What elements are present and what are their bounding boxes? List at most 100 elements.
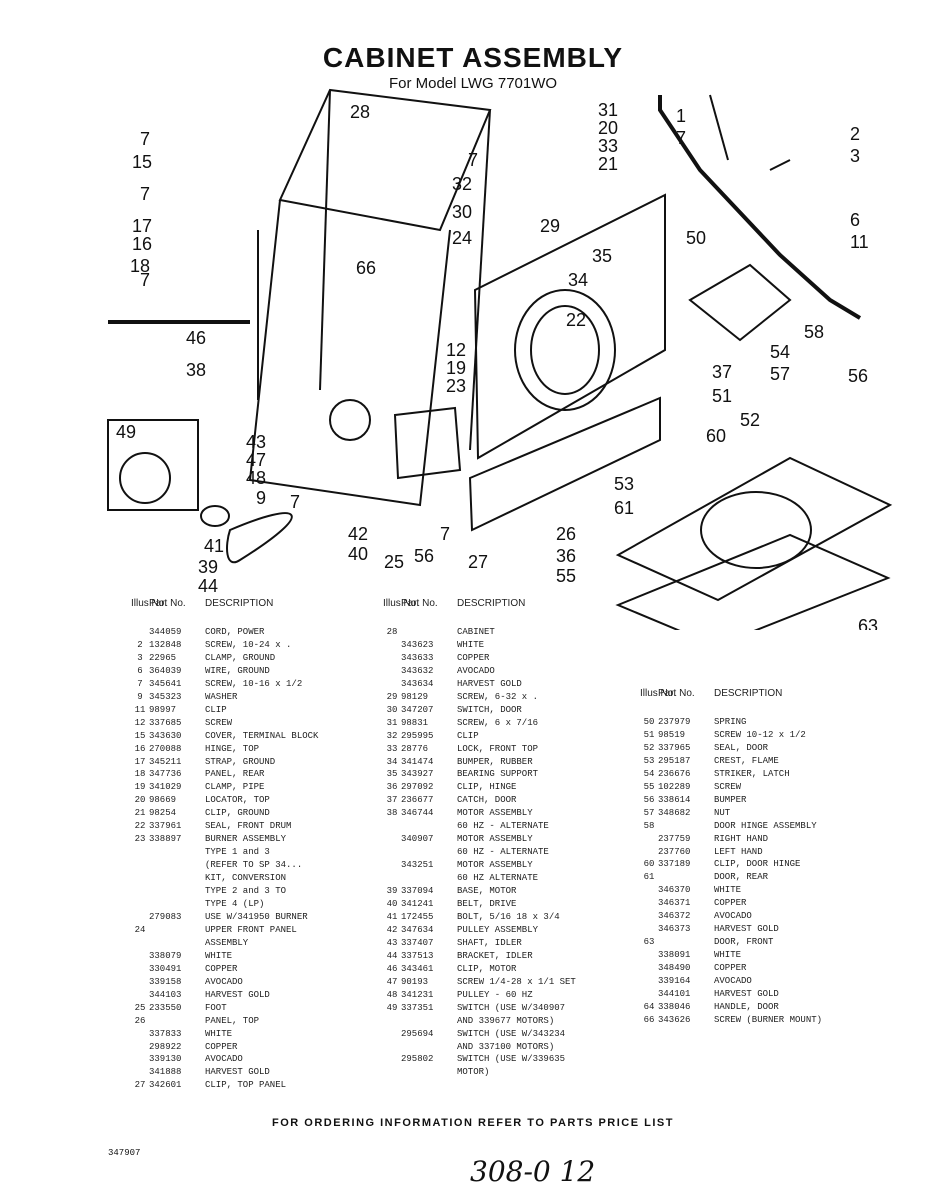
description-cell: CREST, FLAME: [714, 755, 779, 766]
part-no-cell: [401, 1015, 457, 1028]
illus-no-cell: 48: [386, 989, 398, 1000]
illus-no-cell: [383, 872, 401, 885]
part-no-cell: 98669: [149, 795, 177, 806]
part-no-cell: [149, 898, 205, 911]
illus-no-cell: 37: [386, 795, 398, 806]
illus-no-cell: [640, 975, 658, 988]
table-row: TYPE 4 (LP): [131, 898, 381, 911]
description-cell: (REFER TO SP 34...: [205, 860, 303, 871]
callout-number: 56: [848, 366, 868, 386]
callout-number: 35: [592, 246, 612, 266]
illus-no-cell: 44: [386, 950, 398, 961]
callout-number: 42: [348, 524, 368, 544]
illus-no-cell: 30: [386, 704, 398, 715]
part-no-cell: 337961: [149, 821, 182, 832]
callout-number: 9: [256, 488, 266, 508]
part-no-cell: 341231: [401, 989, 434, 1000]
part-no-cell: 337685: [149, 717, 182, 728]
illus-no-cell: 66: [643, 1014, 655, 1025]
illus-no-cell: 41: [386, 911, 398, 922]
illus-no-cell: 6: [137, 665, 143, 676]
description-cell: BELT, DRIVE: [457, 899, 517, 910]
table-row: 339164 AVOCADO: [640, 975, 900, 988]
part-no-cell: 341888: [149, 1067, 182, 1078]
illus-no-cell: 23: [134, 834, 146, 845]
part-no-cell: 343461: [401, 963, 434, 974]
illus-no-cell: 21: [134, 808, 146, 819]
callout-number: 27: [468, 552, 488, 572]
part-no-cell: [149, 937, 205, 950]
table-row: MOTOR): [383, 1066, 628, 1079]
illus-no-cell: 15: [134, 730, 146, 741]
part-no-cell: 346372: [658, 911, 691, 922]
description-cell: AVOCADO: [714, 911, 752, 922]
callout-number: 19: [446, 358, 466, 378]
illus-no-cell: 26: [134, 1015, 146, 1026]
callout-number: 23: [446, 376, 466, 396]
description-cell: PULLEY - 60 HZ: [457, 989, 533, 1000]
part-no-cell: [149, 859, 205, 872]
illus-no-cell: 63: [643, 937, 655, 948]
description-cell: STRIKER, LATCH: [714, 768, 790, 779]
description-cell: LOCATOR, TOP: [205, 795, 270, 806]
callout-number: 7: [468, 150, 478, 170]
description-cell: CLIP, DOOR HINGE: [714, 859, 801, 870]
part-no-cell: [149, 924, 205, 937]
illus-no-cell: 32: [386, 730, 398, 741]
part-no-cell: [658, 936, 714, 949]
description-cell: COPPER: [205, 963, 238, 974]
part-no-cell: 341474: [401, 756, 434, 767]
description-cell: LEFT HAND: [714, 846, 763, 857]
illus-no-cell: [131, 1041, 149, 1054]
table-row: 346372 AVOCADO: [640, 910, 900, 923]
description-cell: CLIP, HINGE: [457, 782, 517, 793]
description-cell: BUMPER, RUBBER: [457, 756, 533, 767]
description-cell: SPRING: [714, 717, 747, 727]
part-no-cell: [149, 872, 205, 885]
illus-no-cell: 50: [643, 717, 655, 727]
callout-number: 22: [566, 310, 586, 330]
part-no-cell: 237759: [658, 833, 691, 844]
description-cell: HARVEST GOLD: [714, 989, 779, 1000]
description-cell: SWITCH (USE W/340907: [457, 1002, 566, 1013]
description-cell: HARVEST GOLD: [205, 1067, 270, 1078]
callout-number: 32: [452, 174, 472, 194]
callout-number: 7: [140, 129, 150, 149]
part-no-cell: 343633: [401, 652, 434, 663]
illus-no-cell: 33: [386, 743, 398, 754]
description-cell: AVOCADO: [714, 976, 752, 987]
part-no-cell: 98519: [658, 729, 686, 740]
part-no-cell: 339164: [658, 976, 691, 987]
callout-number: 46: [186, 328, 206, 348]
illus-no-cell: 2: [137, 639, 143, 650]
description-cell: SCREW: [205, 717, 233, 728]
description-cell: SCREW (BURNER MOUNT): [714, 1014, 823, 1025]
callout-number: 7: [290, 492, 300, 512]
part-no-cell: 342601: [149, 1080, 182, 1091]
callout-number: 7: [440, 524, 450, 544]
illus-no-cell: [131, 846, 149, 859]
callout-number: 55: [556, 566, 576, 586]
description-cell: AVOCADO: [205, 976, 243, 987]
callout-number: 60: [706, 426, 726, 446]
illus-no-cell: 42: [386, 924, 398, 935]
description-cell: SCREW, 10-24 x .: [205, 639, 292, 650]
illus-no-cell: [640, 897, 658, 910]
illus-no-header: Illus No.: [131, 598, 168, 609]
